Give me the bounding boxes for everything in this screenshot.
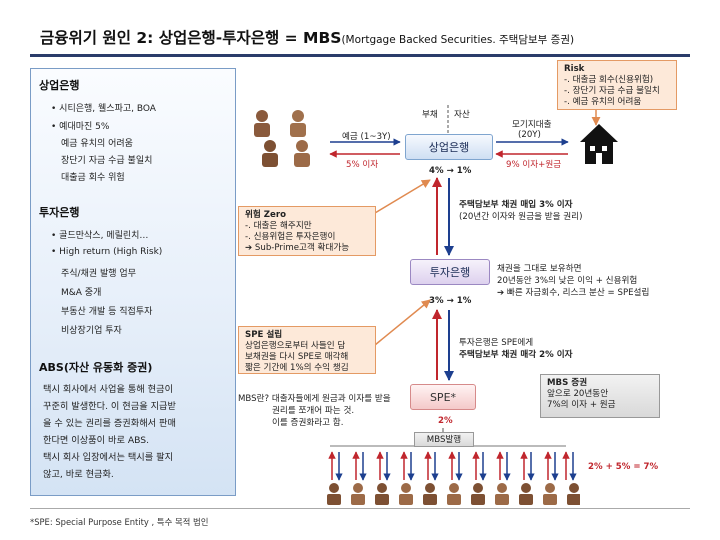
investor-icon (543, 483, 557, 505)
abs-line: 않고, 바로 현금화. (43, 469, 114, 480)
mortgage-label: 모기지대출 (512, 120, 552, 130)
page-title: 금융위기 원인 2: 상업은행-투자은행 = MBS(Mortgage Back… (40, 26, 574, 48)
mbs-issue-node: MBS발행 (414, 432, 474, 447)
title-rule (30, 54, 690, 57)
investment-item: M&A 중개 (61, 288, 102, 298)
commercial-item: 예금 유치의 어려움 (61, 139, 133, 149)
investor-icon (423, 483, 437, 505)
asset-label: 자산 (454, 110, 470, 120)
investment-item: 부동산 개발 등 직접투자 (61, 307, 153, 317)
abs-line: 꾸준히 발생한다. 이 현금을 지급받 (43, 401, 176, 412)
investor-icon (399, 483, 413, 505)
cb-ib-note: 주택담보부 채권 매입 3% 이자 (459, 198, 573, 210)
risk-zero-title: 위험 Zero (245, 210, 287, 220)
ib-rate: 3% → 1% (429, 296, 472, 306)
risk-callout: Risk -. 대출금 회수(신용위험) -. 장단기 자금 수급 불일치 -.… (557, 60, 677, 110)
abs-line: 을 수 있는 권리를 증권화해서 판매 (43, 418, 176, 429)
footnote: *SPE: Special Purpose Entity , 특수 목적 법인 (30, 517, 209, 527)
risk-line: -. 대출금 회수(신용위험) (564, 75, 654, 85)
investor-icon (447, 483, 461, 505)
ib-hold-note-line3: ➔ 빠른 자금회수, 리스크 분산 = SPE설립 (497, 288, 650, 298)
abs-line: 택시 회사에서 사업을 통해 현금이 (43, 384, 174, 395)
investor-icon (351, 483, 365, 505)
ib-hold-note-line1: 채권을 그대로 보유하면 (497, 264, 582, 274)
footer-rule (30, 508, 690, 509)
risk-line: -. 장단기 자금 수급 불일치 (564, 86, 660, 96)
commercial-item: 대출금 회수 위험 (61, 173, 125, 183)
ib-spe-note-line2: 주택담보부 채권 매각 2% 이자 (459, 350, 573, 360)
left-explanation-panel: 상업은행 • 시티은행, 웰스파고, BOA • 예대마진 5% 예금 유치의 … (30, 68, 236, 496)
investor-icon (471, 483, 485, 505)
mbs-security-callout: MBS 증권 앞으로 20년동안 7%의 이자 + 원금 (540, 374, 660, 418)
spe-setup-line: 보채권을 다시 SPE로 매각해 (245, 352, 349, 362)
title-main: 금융위기 원인 2: 상업은행-투자은행 = MBS (40, 29, 342, 47)
spe-setup-line: 상업은행으로부터 사들인 담 (245, 341, 346, 351)
mbs-question-line3: 이를 증권화라고 함. (272, 418, 344, 428)
mortgage-term-label: (20Y) (518, 130, 541, 140)
depositors-group (248, 106, 320, 168)
investor-arrows (328, 451, 577, 481)
investment-item: 비상장기업 투자 (61, 326, 122, 336)
abs-line: 한다면 이상품이 바로 ABS. (43, 435, 150, 446)
ib-spe-note-line1: 투자은행은 SPE에게 (459, 338, 534, 348)
mbs-question-line2: 권리를 쪼개어 파는 것. (272, 406, 355, 416)
investor-icon (375, 483, 389, 505)
commercial-bank-node: 상업은행 (405, 134, 493, 160)
commercial-bank-heading: 상업은행 (39, 79, 80, 92)
abs-line: 택시 회사 입장에서는 택시를 팔지 (43, 452, 174, 463)
investor-icons (327, 483, 581, 505)
ib-rate-label: 3% → 1% (429, 296, 471, 306)
investor-sum-label: 2% + 5% = 7% (588, 462, 659, 472)
investor-icon (327, 483, 341, 505)
person-icon (254, 110, 310, 167)
risk-zero-line: -. 대출은 해주지만 (245, 221, 312, 231)
callout-pointer (374, 299, 431, 346)
mbs-box-title: MBS 증권 (547, 378, 588, 388)
house-borrower-icon (576, 118, 622, 166)
investor-icon (519, 483, 533, 505)
investors-row (310, 482, 581, 506)
investment-bank-node: 투자은행 (410, 259, 490, 285)
mbs-box-line: 앞으로 20년동안 (547, 389, 609, 399)
ib-hold-note-line2: 20년동안 3%의 낮은 이익 + 신용위험 (497, 276, 638, 286)
investment-item: 주식/채권 발행 업무 (61, 269, 136, 279)
risk-title: Risk (564, 64, 585, 74)
risk-zero-line: -. 신용위험은 투자은행이 (245, 232, 336, 242)
spe-setup-title: SPE 설립 (245, 330, 283, 340)
spe-node: SPE* (410, 384, 476, 410)
mbs-question-line1: MBS란? 대출자들에게 원금과 이자를 받을 (238, 394, 391, 404)
spe-setup-callout: SPE 설립 상업은행으로부터 사들인 담 보채권을 다시 SPE로 매각해 짧… (238, 326, 376, 374)
cb-ib-note-line2: (20년간 이자와 원금을 받을 권리) (459, 212, 583, 222)
deposit-interest-label: 5% 이자 (346, 160, 379, 170)
commercial-item: 장단기 자금 수급 불일치 (61, 156, 153, 166)
investment-item: • 골드만삭스, 메릴린치… (51, 231, 149, 241)
investor-icon (567, 483, 581, 505)
risk-line: -. 예금 유치의 어려움 (564, 97, 642, 107)
spe-setup-line: 짧은 기간에 1%의 수익 챙김 (245, 363, 349, 373)
commercial-item: • 시티은행, 웰스파고, BOA (51, 104, 156, 114)
investor-icon (495, 483, 509, 505)
investment-bank-heading: 투자은행 (39, 206, 80, 219)
risk-zero-callout: 위험 Zero -. 대출은 해주지만 -. 신용위험은 투자은행이 ➔ Sub… (238, 206, 376, 256)
liability-label: 부채 (422, 110, 438, 120)
callout-pointer (374, 179, 431, 214)
spe-rate-label: 2% (438, 416, 453, 426)
deposit-label: 예금 (1~3Y) (342, 132, 391, 142)
risk-zero-line: ➔ Sub-Prime고객 확대가능 (245, 243, 350, 253)
mortgage-interest-label: 9% 이자+원금 (506, 160, 562, 170)
mbs-box-line: 7%의 이자 + 원금 (547, 400, 616, 410)
investment-item: • High return (High Risk) (51, 247, 163, 257)
commercial-item: • 예대마진 5% (51, 122, 110, 132)
abs-heading: ABS(자산 유동화 증권) (39, 361, 153, 374)
cb-rate-label: 4% → 1% (429, 166, 471, 176)
cb-ib-note-line1: 주택담보부 채권 매입 3% 이자 (459, 200, 573, 210)
title-sub: (Mortgage Backed Securities. 주택담보부 증권) (341, 34, 575, 46)
cb-rate: 4% → 1% (429, 166, 472, 176)
